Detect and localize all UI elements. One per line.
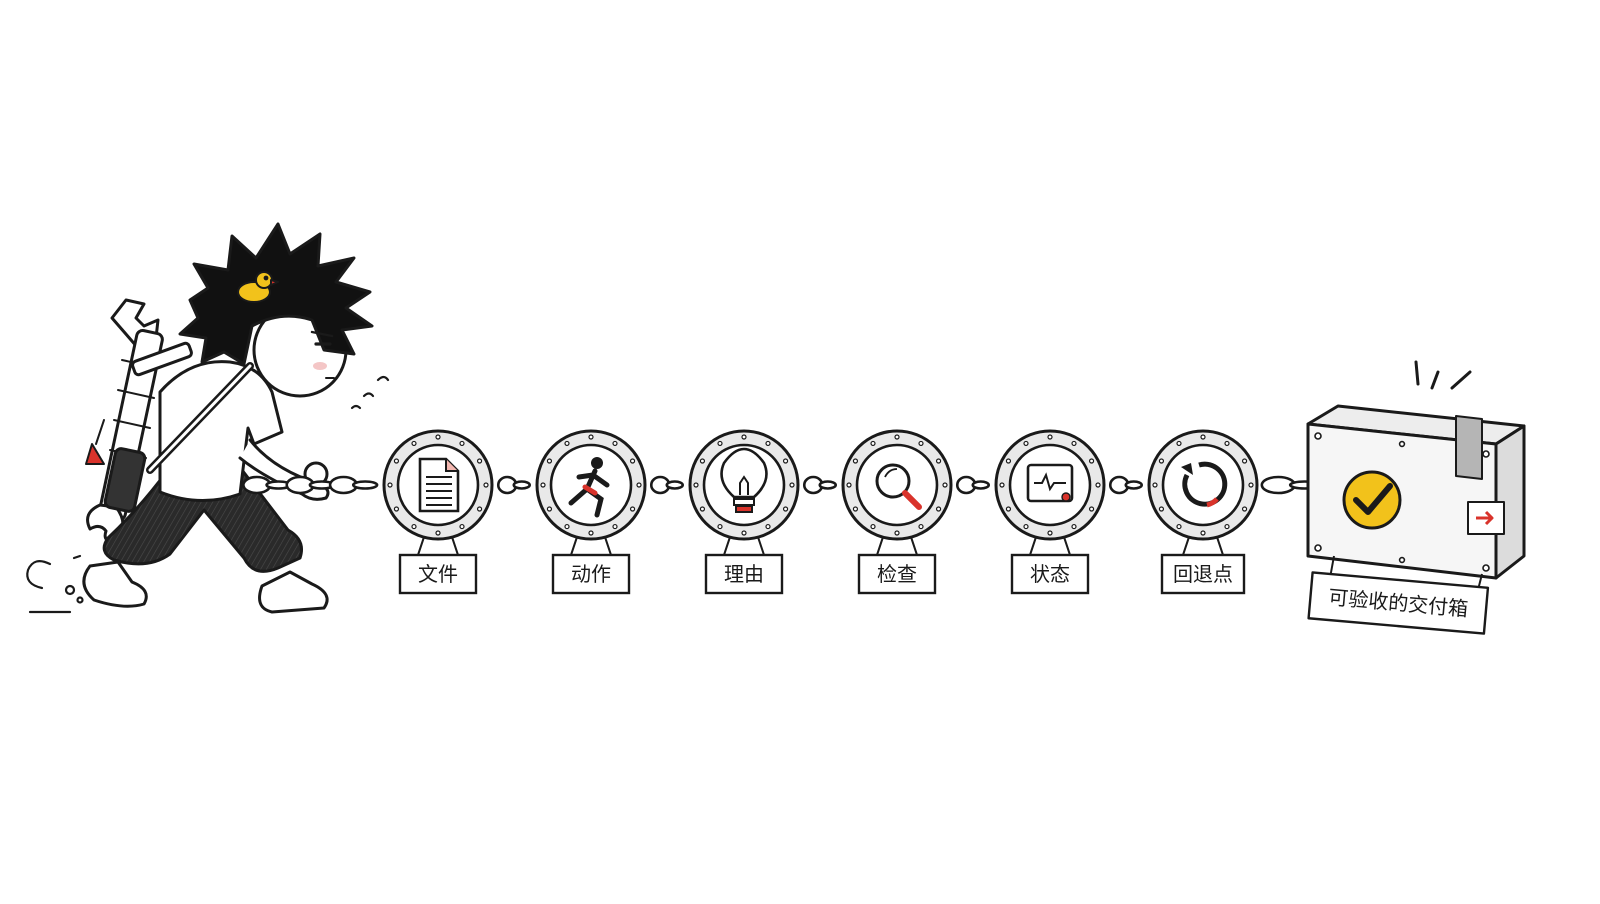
node-label: 文件 — [418, 562, 458, 586]
node-sign — [551, 553, 631, 595]
chain-node-status: 状态 — [994, 429, 1106, 595]
chain-segment — [242, 475, 379, 495]
chain-node-rollback: 回退点 — [1147, 429, 1259, 595]
running-person-icon — [568, 457, 610, 518]
node-label: 理由 — [724, 562, 764, 586]
chain-segment — [955, 475, 991, 495]
chain-segment — [1108, 475, 1144, 495]
chain-node-file: 文件 — [382, 429, 494, 595]
rollback-arrow-icon — [1181, 461, 1228, 508]
sweat-drops — [350, 375, 390, 410]
deliverable-box: 可验收的交付箱 — [1306, 360, 1526, 635]
box-tape — [1455, 415, 1483, 480]
chain-segment — [649, 475, 685, 495]
node-label: 回退点 — [1173, 562, 1233, 586]
shoe-front — [258, 570, 329, 614]
tool-grip — [103, 447, 147, 513]
excitement-marks — [1414, 360, 1472, 390]
character — [26, 222, 390, 614]
deliverable-sign — [1307, 571, 1490, 635]
node-sign — [398, 553, 478, 595]
chain-nodes: 文件 动作 理由 检查 状态 回退点 — [382, 429, 1259, 595]
checkmark-box-icon — [1342, 470, 1402, 530]
spiky-hair — [178, 222, 374, 366]
magnifier-icon — [875, 463, 922, 510]
chain-links — [242, 475, 1321, 495]
node-sign — [1160, 553, 1246, 595]
node-label: 检查 — [877, 562, 917, 586]
tassel-icon — [85, 419, 105, 465]
node-sign — [1010, 553, 1090, 595]
chain-segment — [802, 475, 838, 495]
dust-marks — [26, 554, 84, 614]
chain-node-action: 动作 — [535, 429, 647, 595]
status-monitor-icon — [1026, 463, 1074, 503]
eyebrow — [310, 330, 334, 338]
chain-node-check: 检查 — [841, 429, 953, 595]
chain-node-reason: 理由 — [688, 429, 800, 595]
node-label: 动作 — [571, 562, 611, 586]
lightbulb-icon — [720, 447, 768, 513]
duck-icon — [237, 271, 279, 303]
node-label: 状态 — [1030, 562, 1070, 586]
cheek — [313, 362, 327, 370]
shoe-back — [82, 560, 148, 608]
node-sign — [704, 553, 784, 595]
chain-segment — [496, 475, 532, 495]
node-sign — [857, 553, 937, 595]
arrow-label-icon — [1467, 501, 1505, 535]
document-icon — [418, 457, 460, 513]
